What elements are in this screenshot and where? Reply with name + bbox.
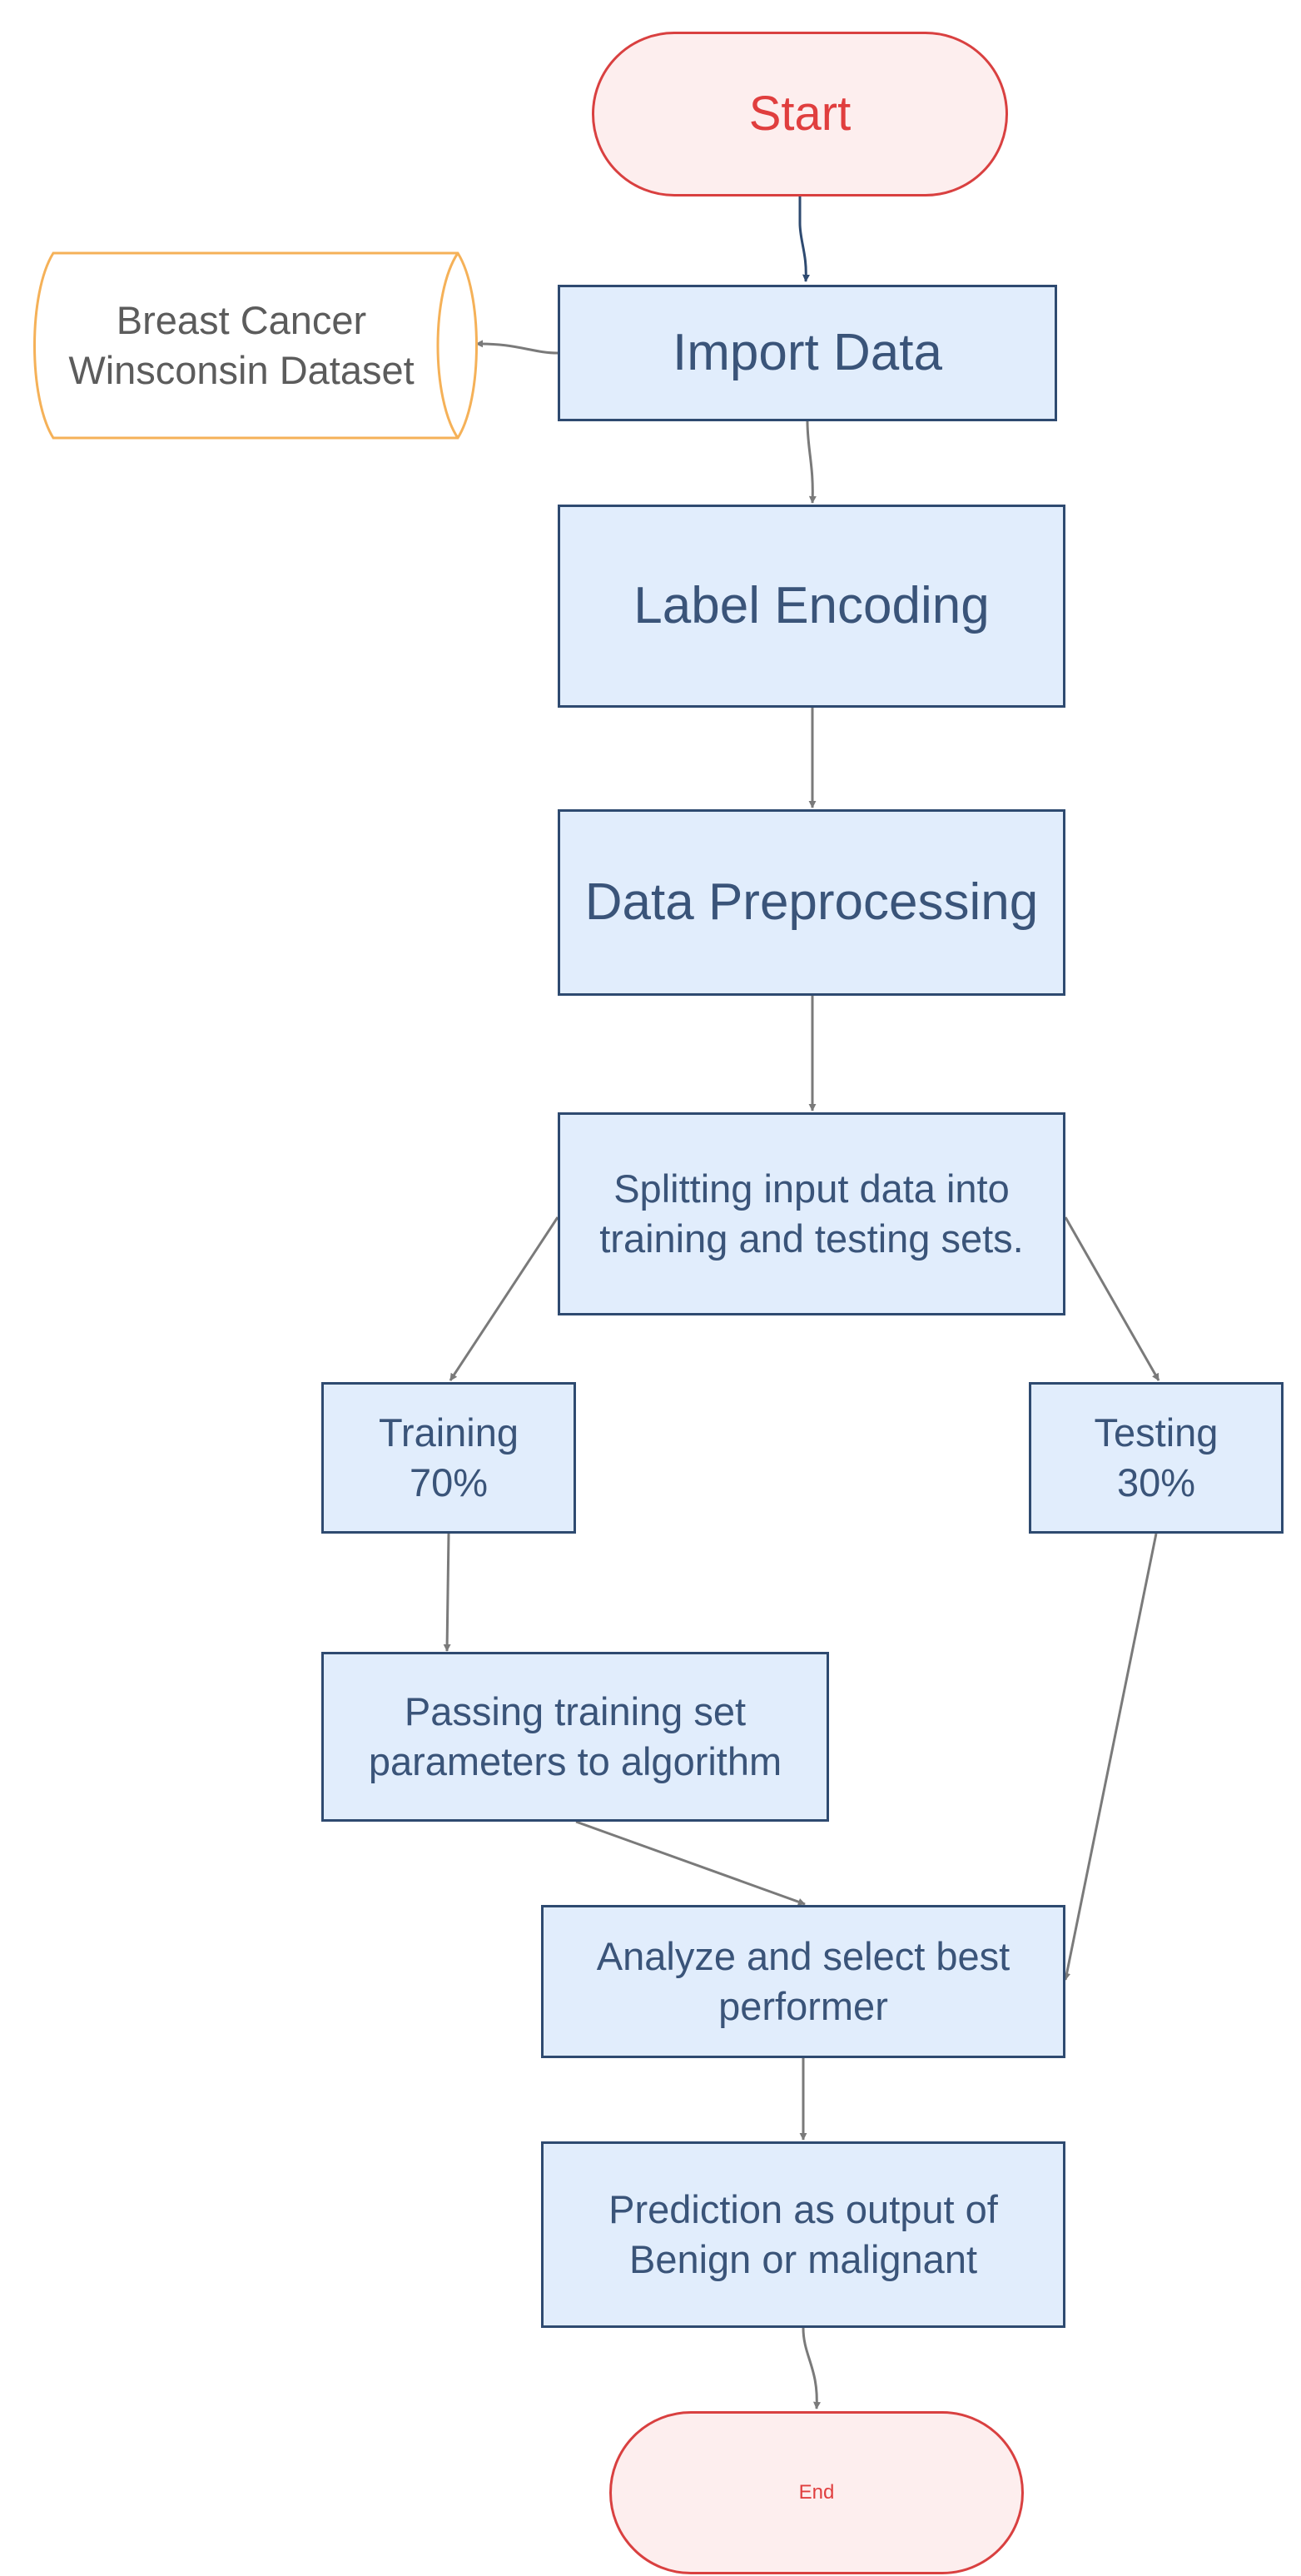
splitting-box: Splitting input data into training and t… <box>558 1112 1065 1315</box>
arrow-prediction-to-end <box>802 2327 821 2409</box>
training-label: Training 70% <box>378 1410 519 1504</box>
prediction-label: Prediction as output of Benign or malign… <box>608 2186 998 2281</box>
start-terminal: Start <box>592 32 1008 196</box>
training-box: Training 70% <box>321 1382 576 1534</box>
analyze-label: Analyze and select best performer <box>596 1933 1011 2028</box>
label-encoding-box: Label Encoding <box>558 505 1065 708</box>
label-encoding-label: Label Encoding <box>633 577 990 635</box>
arrow-passing-to-analyze <box>575 1820 806 1906</box>
end-label: End <box>798 2480 835 2504</box>
data-preprocessing-label: Data Preprocessing <box>584 873 1039 932</box>
arrow-splitting-to-testing <box>1064 1216 1160 1381</box>
start-label: Start <box>748 86 852 141</box>
splitting-label: Splitting input data into training and t… <box>599 1166 1024 1261</box>
arrow-import-to-dataset <box>475 340 559 355</box>
dataset-storage-shape <box>33 251 478 440</box>
arrow-start-to-import <box>798 196 810 282</box>
prediction-box: Prediction as output of Benign or malign… <box>541 2141 1065 2328</box>
import-data-label: Import Data <box>673 324 942 382</box>
arrow-splitting-to-training <box>449 1216 559 1381</box>
dataset-label-wrap: Breast Cancer Winsconsin Dataset <box>33 250 449 441</box>
testing-box: Testing 30% <box>1029 1382 1284 1534</box>
analyze-box: Analyze and select best performer <box>541 1905 1065 2058</box>
passing-label: Passing training set parameters to algor… <box>368 1688 782 1783</box>
testing-label: Testing 30% <box>1094 1410 1219 1504</box>
import-data-box: Import Data <box>558 285 1057 421</box>
arrow-import-to-encoding <box>806 420 817 504</box>
arrow-testing-to-analyze <box>1063 1533 1158 1981</box>
passing-box: Passing training set parameters to algor… <box>321 1652 829 1822</box>
arrow-training-to-passing <box>443 1533 451 1652</box>
data-preprocessing-box: Data Preprocessing <box>558 809 1065 996</box>
dataset-label: Breast Cancer Winsconsin Dataset <box>68 297 415 392</box>
end-terminal: End <box>609 2411 1024 2574</box>
dataset-storage: Breast Cancer Winsconsin Dataset <box>33 250 478 441</box>
